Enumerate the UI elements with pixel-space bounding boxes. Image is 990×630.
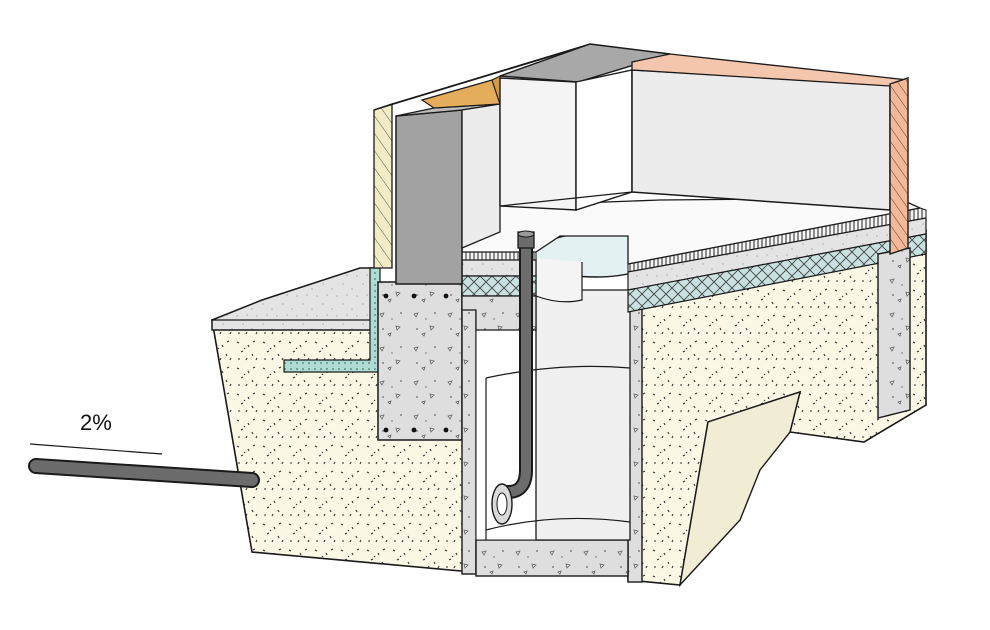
sump-pit-floor [475,539,629,577]
subslab-left [461,295,537,331]
interior-wall-left [499,77,577,211]
masonry-column [395,109,463,285]
slope-indicator-line [29,443,163,455]
sump-pit-wall-left [461,281,477,575]
concrete-foundation-wall [377,281,463,441]
exterior-grade-slab [211,267,375,331]
concrete-foundation-wall-right [877,247,911,419]
interior-wall-face [631,69,891,211]
brick-veneer-right [889,77,909,255]
soil-block-right-side [678,390,801,588]
sump-basin [535,289,631,541]
insulation-right [627,233,927,313]
masonry-column-side [461,103,501,249]
slope-label: 2% [80,410,112,435]
wood-sheathing-layer [373,103,393,269]
interior-wall-right [575,69,633,211]
